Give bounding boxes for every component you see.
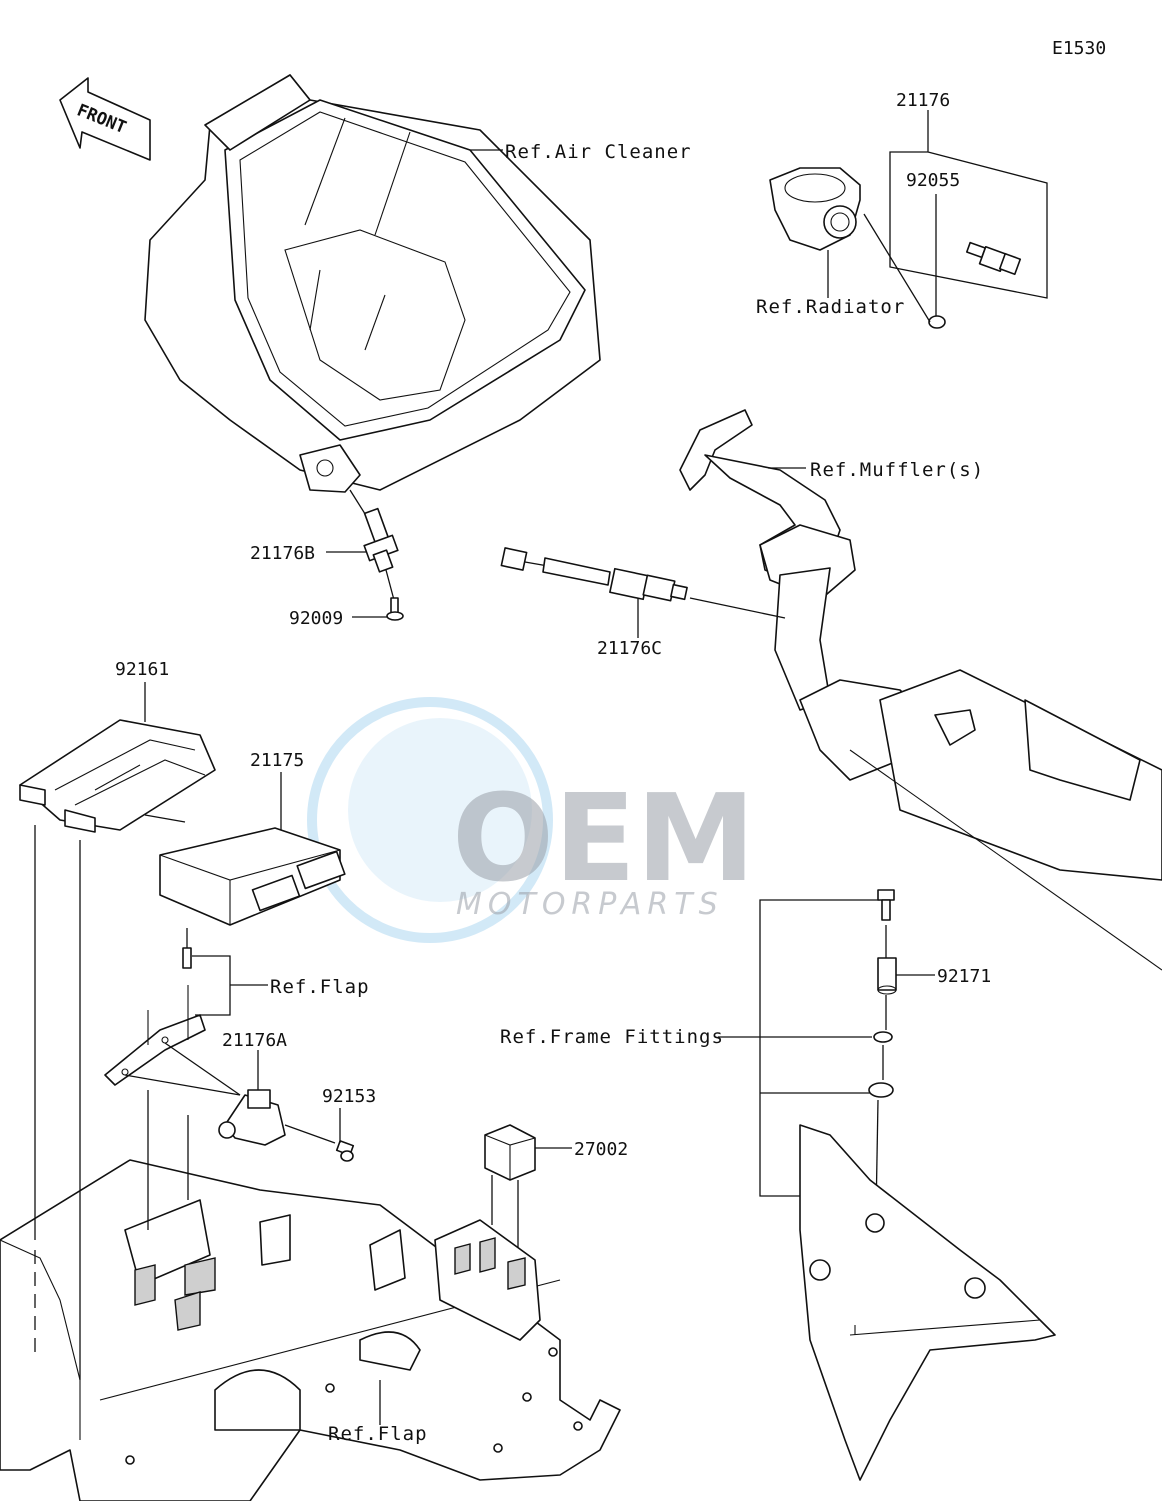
part-label-27002: 27002: [574, 1139, 628, 1160]
temp-sensor-21176: [965, 241, 1022, 276]
o-ring-92055: [928, 315, 946, 329]
part-label-92009: 92009: [289, 608, 343, 629]
exhaust-pipe: [679, 409, 1162, 971]
thermostat-housing: [769, 167, 861, 251]
part-label-21176C: 21176C: [597, 638, 662, 659]
ecu-21175: [159, 827, 346, 926]
part-label-92153: 92153: [322, 1086, 376, 1107]
screw-92153: [335, 1140, 355, 1162]
flap-bracket: [104, 985, 206, 1086]
bolt-frame: [877, 889, 895, 921]
part-label-92161: 92161: [115, 659, 169, 680]
vehicle-frame: [0, 1159, 621, 1501]
ref-mufflers-label: Ref.Muffler(s): [810, 459, 984, 481]
watermark-brand: OEM: [452, 770, 755, 909]
sensor-21176B: [349, 489, 399, 601]
ref-radiator-label: Ref.Radiator: [756, 296, 905, 318]
oxygen-sensor-21176C: [500, 547, 688, 602]
ref-air-cleaner-label: Ref.Air Cleaner: [505, 141, 692, 163]
part-label-21176B: 21176B: [250, 543, 315, 564]
part-label-21175: 21175: [250, 750, 304, 771]
ecu-cover-92161: [19, 719, 216, 833]
diagram-code: E1530: [1052, 38, 1106, 59]
ref-flap-upper-label: Ref.Flap: [270, 976, 370, 998]
ref-flap-lower-label: Ref.Flap: [328, 1423, 428, 1445]
air-cleaner-housing: [144, 74, 601, 493]
screw-92009: [386, 597, 404, 621]
part-label-21176A: 21176A: [222, 1030, 287, 1051]
ref-frame-fittings-label: Ref.Frame Fittings: [500, 1026, 724, 1048]
washer-lower: [868, 1082, 894, 1098]
front-arrow-icon: FRONT: [59, 77, 151, 161]
bolt-upper: [182, 928, 192, 969]
washer-upper: [873, 1031, 893, 1043]
collar-92171: [877, 957, 897, 995]
relay-27002: [484, 1124, 536, 1181]
frame-gusset: [799, 1124, 1056, 1481]
part-label-92171: 92171: [937, 966, 991, 987]
watermark-subtitle: MOTORPARTS: [456, 887, 724, 922]
watermark-logo: OEM MOTORPARTS: [307, 697, 755, 943]
part-label-92055: 92055: [906, 170, 960, 191]
sensor-21176A: [218, 1089, 286, 1146]
part-label-21176: 21176: [896, 90, 950, 111]
